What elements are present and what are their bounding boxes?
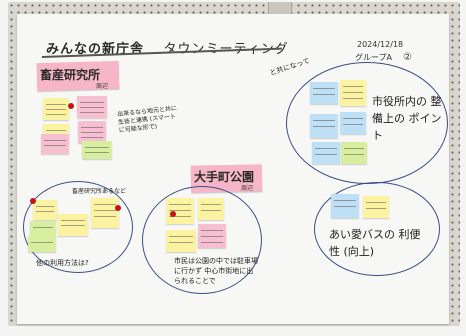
marker-circle-left <box>23 181 133 273</box>
sticky-note <box>77 96 107 118</box>
red-push-pin <box>115 205 121 211</box>
sticky-note <box>310 82 338 104</box>
sticky-note <box>198 198 224 220</box>
group-number: ② <box>403 52 412 63</box>
poster-date: 2024/12/18 <box>357 40 404 49</box>
handwritten-chikusan-note: 畜産研究所あるなど <box>72 188 127 195</box>
sticky-note <box>312 142 340 164</box>
marker-circle-bus <box>314 182 440 276</box>
livestock-section-title: 畜産研究所 <box>40 68 101 82</box>
sticky-note <box>331 194 359 218</box>
sticky-note <box>340 80 366 106</box>
sticky-note <box>30 221 56 237</box>
group-label: グループA <box>355 53 392 62</box>
sticky-note <box>28 236 56 252</box>
sticky-note <box>82 141 112 159</box>
handwritten-bus-usability: あい愛バスの 利便性 (向上) <box>329 228 421 258</box>
sticky-note <box>166 230 196 252</box>
sticky-note <box>43 98 69 120</box>
sticky-note <box>78 121 106 143</box>
handwritten-other-use: 他の利用方法は? <box>36 259 89 267</box>
handwritten-office-points: 市役所内の 整備上の ポイント <box>372 95 442 142</box>
sticky-note <box>340 112 366 134</box>
sticky-note <box>91 198 119 228</box>
sticky-note <box>41 134 69 154</box>
marker-circle-park <box>142 186 262 294</box>
handwritten-park-notes: 市民は公園の中では駐車場に行かず 中心市街地に出られることで <box>174 257 258 285</box>
sticky-note <box>198 224 226 248</box>
park-section-sub: 周辺 <box>241 185 254 192</box>
red-push-pin <box>170 211 176 217</box>
sticky-note <box>33 200 57 220</box>
park-section-title: 大手町公園 <box>194 170 255 184</box>
sticky-note <box>341 142 367 164</box>
red-push-pin <box>30 198 36 204</box>
livestock-section-sub: 周辺 <box>96 83 109 90</box>
red-push-pin <box>68 103 74 109</box>
sticky-note <box>58 214 88 236</box>
sticky-note <box>310 114 338 138</box>
sticky-note <box>363 196 389 218</box>
